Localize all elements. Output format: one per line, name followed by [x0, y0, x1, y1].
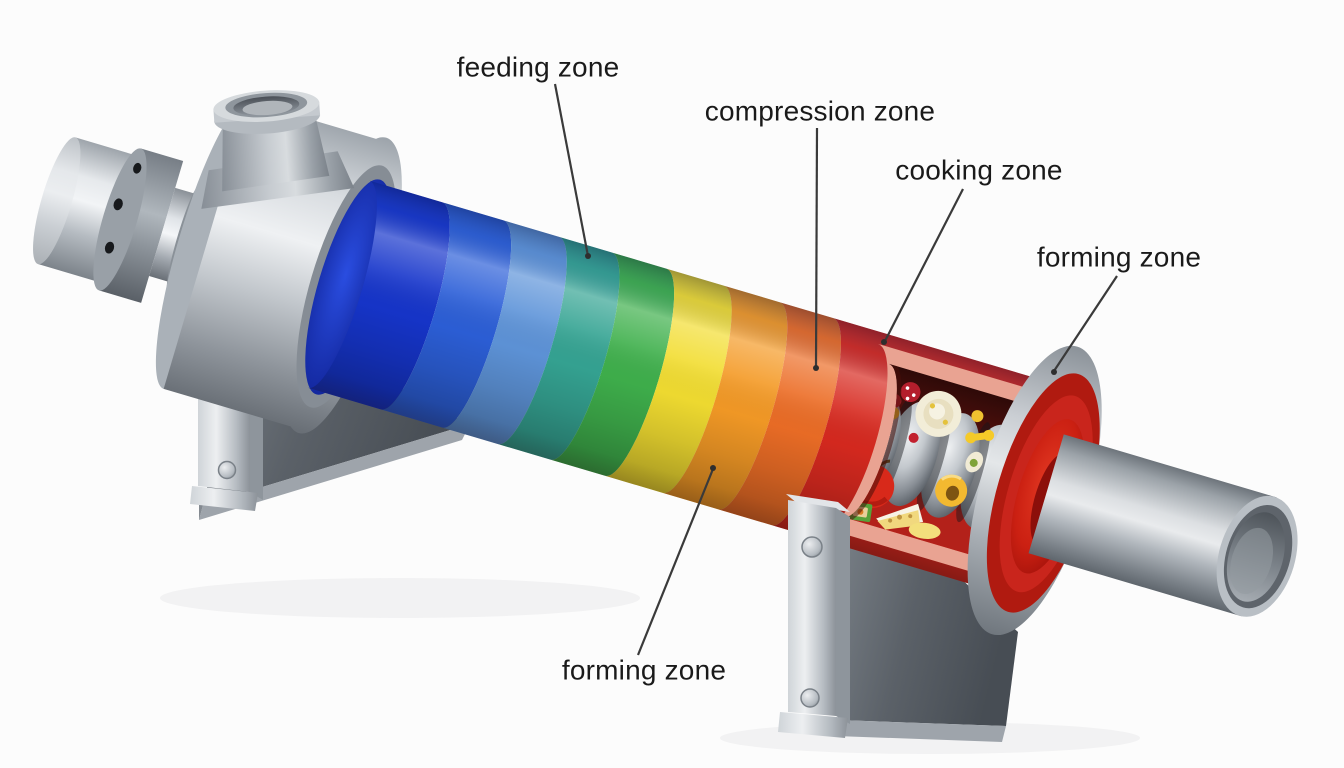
ground-shadow-left — [160, 578, 640, 618]
food-dotted-berry — [900, 382, 921, 403]
food-cheese-wedge — [876, 503, 924, 530]
coupling-flange — [93, 148, 184, 303]
leader-cooking-zone — [884, 188, 964, 342]
food-apricot-ring — [935, 474, 968, 507]
leader-dots — [585, 253, 1057, 471]
outlet-pipe — [1028, 434, 1298, 617]
food-cream-swirl — [915, 390, 962, 437]
food-red-dot — [908, 432, 919, 443]
cutaway-rim-inner-shadow — [843, 363, 902, 522]
label-cooking-zone: cooking zone — [895, 154, 1063, 186]
food-banana-slice — [908, 522, 941, 539]
label-compression-zone: compression zone — [704, 95, 936, 127]
support-stand-right-base — [836, 508, 1018, 742]
inlet-feed-port — [201, 90, 355, 209]
barrel-bore — [305, 179, 392, 395]
food-yellow-ball — [971, 410, 984, 423]
leader-feeding-zone — [553, 83, 590, 257]
support-stand-right-column — [778, 494, 850, 738]
label-feeding-zone: feeding zone — [456, 51, 620, 83]
bolt-icon — [800, 688, 820, 708]
label-forming-zone-top: forming zone — [1036, 241, 1202, 273]
leader-lines — [553, 83, 1118, 656]
bolt-hole-icon — [104, 241, 115, 254]
food-corn-piece — [965, 429, 995, 444]
bolt-icon — [217, 460, 237, 480]
food-olive — [965, 451, 984, 473]
bolt-hole-icon — [133, 162, 142, 174]
leader-forming-zone-bottom — [636, 468, 715, 656]
bolt-hole-icon — [113, 198, 123, 211]
bolt-icon — [801, 536, 823, 558]
leader-forming-zone-top — [1053, 275, 1118, 372]
leader-compression-zone — [814, 127, 819, 368]
label-forming-zone-bottom: forming zone — [561, 654, 727, 686]
